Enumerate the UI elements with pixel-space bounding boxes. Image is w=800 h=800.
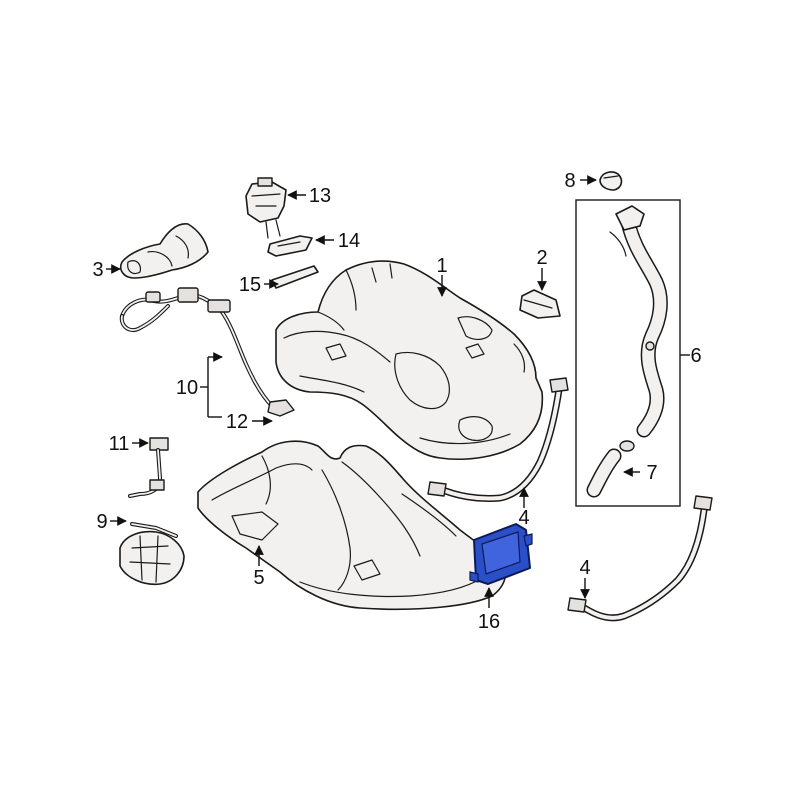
part-11-sensor: [128, 437, 169, 498]
callout-14: 14: [338, 230, 360, 252]
callout-4: 4: [579, 557, 590, 579]
part-5-heat-shield: [197, 440, 507, 611]
callout-4: 4: [518, 507, 529, 529]
callout-7: 7: [646, 462, 657, 484]
part-15-gasket: [271, 265, 319, 289]
part-4-tank-strap-lower: [567, 495, 713, 622]
callout-12: 12: [226, 411, 248, 433]
part-2-insulator-pad: [519, 289, 561, 319]
callout-10: 10: [176, 377, 198, 399]
part-8-fuel-cap: [599, 171, 623, 191]
callout-15: 15: [239, 274, 261, 296]
part-9-fuel-pump: [119, 522, 185, 586]
callout-5: 5: [253, 567, 264, 589]
part-1-fuel-tank: [275, 260, 544, 461]
callout-16: 16: [478, 611, 500, 633]
part-16-fuel-pump-control-module: [469, 523, 533, 585]
callout-6: 6: [690, 345, 701, 367]
callout-labels: 1 2 3 4 4 5 6 7 8 9 10 11 12 13 14 15 16: [92, 170, 701, 633]
part-4-tank-strap-upper: [427, 377, 569, 502]
leader-lines: [106, 175, 690, 608]
part-14-retainer: [267, 235, 313, 257]
part-7-hose: [586, 440, 635, 498]
part-3-bracket: [119, 223, 209, 279]
callout-1: 1: [436, 255, 447, 277]
callout-13: 13: [309, 185, 331, 207]
callout-8: 8: [564, 170, 575, 192]
callout-3: 3: [92, 259, 103, 281]
part-6-filler-neck-box: [575, 199, 681, 507]
part-13-fuel-sending-unit: [245, 177, 287, 239]
callout-11: 11: [109, 433, 130, 455]
part-6-filler-neck: [609, 205, 668, 438]
callout-2: 2: [536, 247, 547, 269]
part-10-wiring-harness: [119, 287, 295, 417]
callout-9: 9: [96, 511, 107, 533]
